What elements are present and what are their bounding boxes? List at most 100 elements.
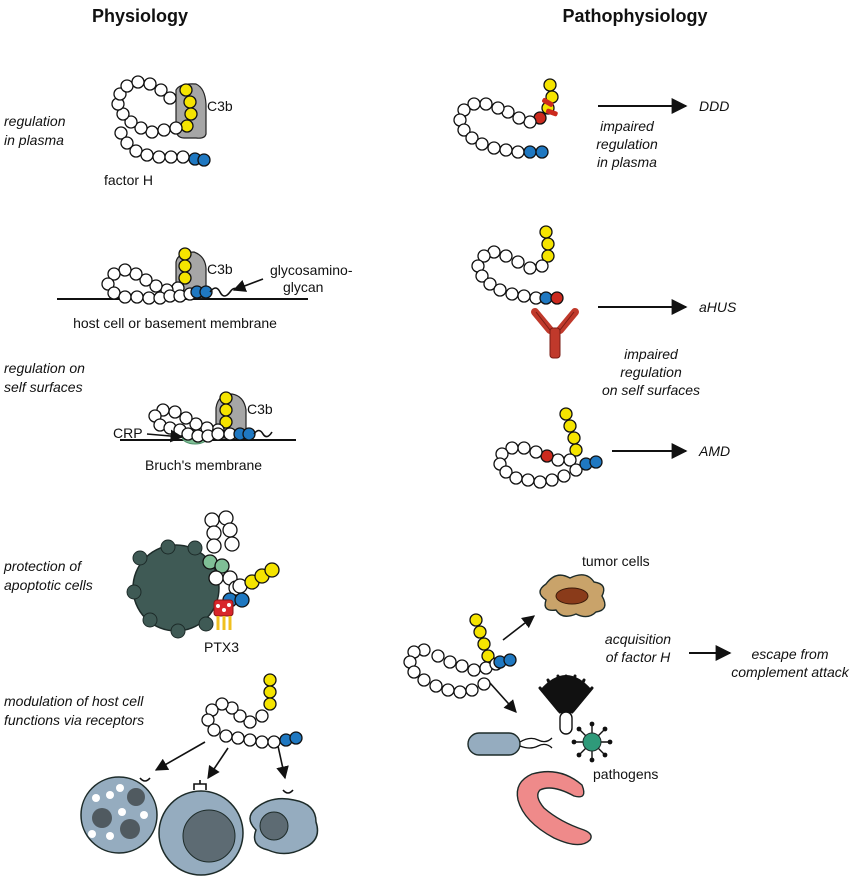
scr-domain [511,255,525,269]
scr-domain [178,271,192,285]
scr-domain [541,237,555,251]
scr-domain [142,291,156,305]
ahus-desc-line3: on self surfaces [602,382,700,398]
scr-domain [545,473,559,487]
scr-domain [255,735,269,749]
scr-domain [551,453,565,467]
scr-domain [176,150,190,164]
amd-label: AMD [698,443,730,459]
factor-h-chain-amd [493,407,603,489]
scr-domain [154,83,168,97]
ahus-desc-line1: impaired [624,346,679,362]
surface-anchor [253,429,273,438]
scr-domain [539,225,553,239]
tumor-label: tumor cells [582,553,650,569]
receptors-label-line2: functions via receptors [4,712,144,728]
autoantibody [531,308,579,359]
scr-domain [243,715,257,729]
factor-h-chain-acquired [403,613,517,699]
scr-domain [540,449,554,463]
scr-domain [539,291,553,305]
plasma-label-line1: regulation [4,113,66,129]
factor-h-chain [201,673,303,749]
scr-domain [211,427,225,441]
scr-domain [499,143,513,157]
virus [571,721,613,763]
scr-domain [512,111,526,125]
scr-domain [118,290,132,304]
c3b-label: C3b [207,261,233,277]
scr-domain [233,709,247,723]
factor-h-chain [111,75,211,167]
scr-domain [431,649,445,663]
scr-domain [499,249,513,263]
scr-domain [493,283,507,297]
scr-domain [124,115,138,129]
macrophage-cell [249,789,319,855]
scr-domain [517,441,531,455]
scr-domain [467,663,481,677]
scr-domain [169,121,183,135]
scr-domain [455,659,469,673]
scr-domain [243,733,257,747]
scr-domain [178,247,192,261]
scr-domain [559,407,573,421]
scr-domain [140,148,154,162]
scr-domain [222,522,238,538]
crp-arrow [146,429,184,443]
scr-domain [219,403,233,417]
scr-domain [263,673,277,687]
scr-domain [543,78,557,92]
scr-domain [550,291,564,305]
scr-domain [541,249,555,263]
fungus [538,674,594,735]
pathogens-label: pathogens [593,766,658,782]
scr-domain [467,97,481,111]
scr-domain [178,259,192,273]
scr-domain [509,471,523,485]
crp-label: CRP [113,425,143,441]
glycosaminoglycan-chain [209,287,239,297]
panel-bruch-membrane: C3b CRP Bruch's membrane [113,391,296,473]
self-surfaces-label-line2: self surfaces [4,379,83,395]
scr-domain [511,145,525,159]
scr-domain [469,613,483,627]
panel-pathogen-escape: tumor cells acquisition of factor H esca… [403,553,850,846]
c3b-label: C3b [247,401,273,417]
scr-domain [164,150,178,164]
heading-physiology: Physiology [92,6,188,26]
receptors-label-line1: modulation of host cell [4,693,144,709]
scr-domain [505,441,519,455]
scr-domain [219,391,233,405]
scr-domain [134,121,148,135]
scr-domain [473,625,487,639]
scr-domain [529,445,543,459]
panel-ahus: aHUS impaired regulation on self surface… [471,225,737,398]
panel-surface-binding: C3b glycosamino- glycan host cell or bas… [57,247,353,331]
tumor-arrow [502,615,536,641]
scr-domain [183,95,197,109]
pathogen-arrow [489,682,517,713]
lymphocyte-cell [158,780,244,876]
factor-h-chain-ahus [471,225,564,305]
panel-plasma-regulation: regulation in plasma C3b factor H [4,75,233,188]
scr-domain [491,101,505,115]
bruch-label: Bruch's membrane [145,457,262,473]
scr-domain [214,558,230,574]
scr-domain [475,137,489,151]
scr-domain [264,562,280,578]
heading-pathophysiology: Pathophysiology [562,6,707,26]
scr-domain [234,592,250,608]
scr-domain [477,677,491,691]
scr-domain [143,77,157,91]
mutant-scr [545,108,558,117]
scr-domain [145,125,159,139]
scr-domain [129,144,143,158]
ptx3-molecule [213,599,234,630]
ddd-desc-line1: impaired [600,118,655,134]
scr-domain [563,419,577,433]
ddd-desc-line3: in plasma [597,154,657,170]
receptor-arrow-1 [154,741,206,771]
scr-domain [120,79,134,93]
scr-domain [465,683,479,697]
